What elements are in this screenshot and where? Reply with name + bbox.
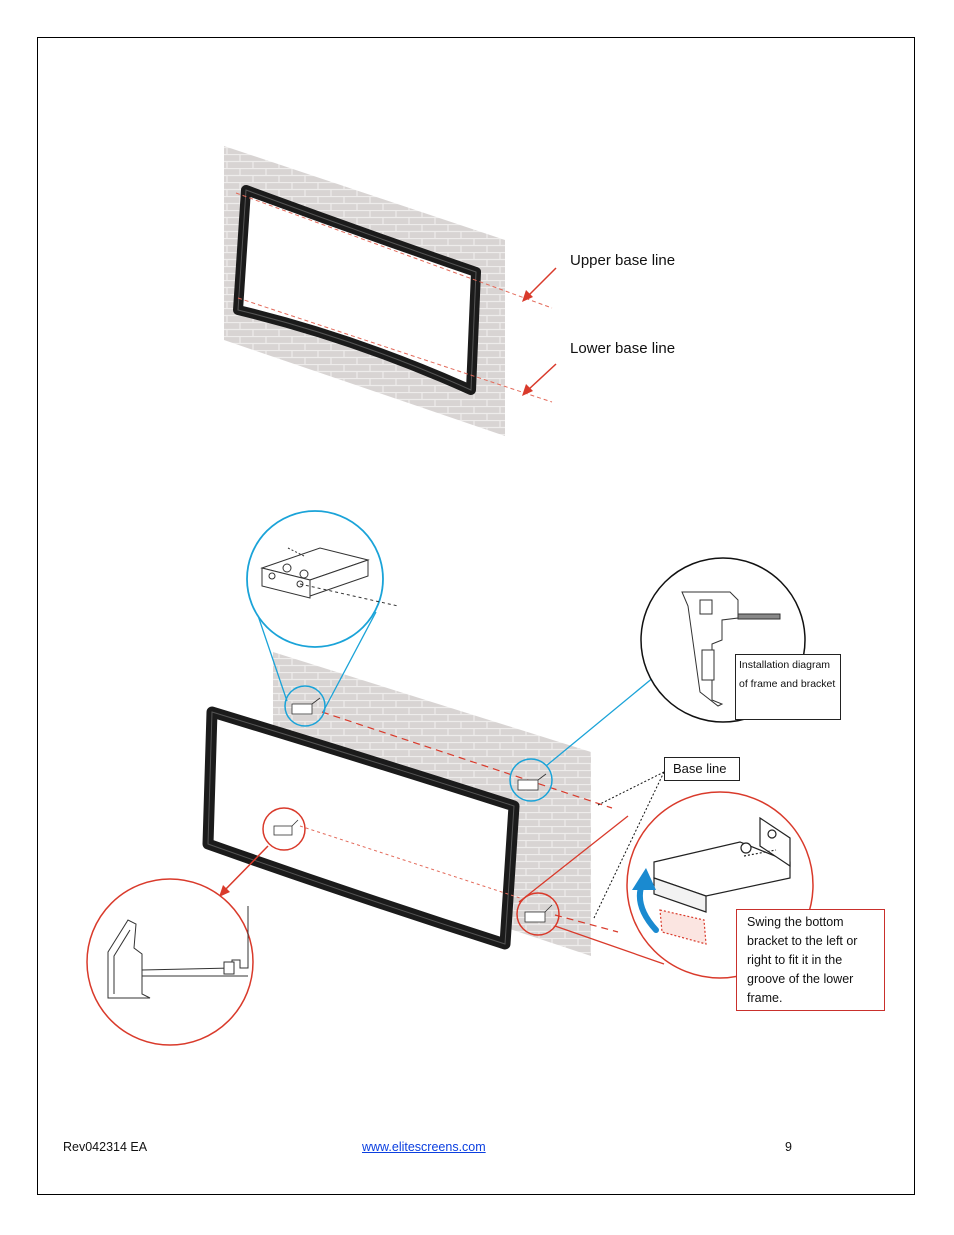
groove-profile-icon xyxy=(107,906,249,999)
lower-base-line xyxy=(237,297,553,403)
lower-arrow xyxy=(527,363,557,391)
upper-base-line xyxy=(235,192,553,309)
upper-base-line-label: Upper base line xyxy=(570,252,676,269)
installation-diagram-caption: Installation diagram of frame and bracke… xyxy=(735,654,841,720)
hanging-bracket-icon xyxy=(260,547,399,607)
footer-website-link[interactable]: www.elitescreens.com xyxy=(362,1140,486,1154)
top-wall-diagram xyxy=(224,146,557,436)
bracket-lower-right-circle xyxy=(516,892,560,936)
footer-revision: Rev042314 EA xyxy=(63,1140,148,1154)
bracket-upper-right-circle xyxy=(509,758,553,802)
lower-base-line-label: Lower base line xyxy=(570,340,676,357)
footer-page-number: 9 xyxy=(785,1140,792,1154)
page-border xyxy=(37,37,915,1195)
base-line-label: Base line xyxy=(664,757,740,781)
frame-bracket-profile-icon xyxy=(681,591,781,707)
bottom-install-diagram xyxy=(86,510,814,1046)
bracket-upper-left-circle xyxy=(284,685,326,727)
upper-arrow xyxy=(527,267,557,297)
swing-instruction-caption: Swing the bottom bracket to the left or … xyxy=(736,909,885,1011)
bracket-lower-left-circle xyxy=(262,807,306,851)
